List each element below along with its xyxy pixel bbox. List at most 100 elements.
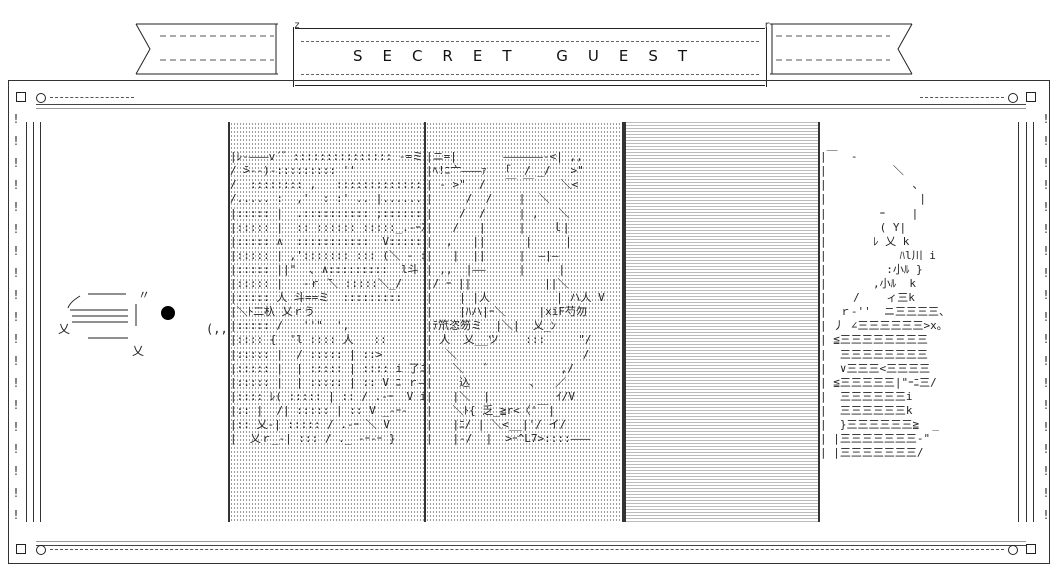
left-ribbon [130, 22, 280, 76]
panel-character-left-line: / :::::::: , ::::::::::::::::: | [230, 178, 426, 192]
panel-character-left-line: |::::: | .:::::::::: ;::::::::::::. | [230, 206, 426, 220]
panel-character-center-line: |ﾃ笊恣笏ミ |＼| 乂_ﾝ [426, 319, 556, 333]
corner-square-icon [1026, 92, 1036, 102]
panel-character-center-line: | / / | , ＼ [426, 206, 570, 220]
corner-square-icon [16, 544, 26, 554]
right-ribbon [768, 22, 918, 76]
right-double-bar [1026, 122, 1034, 522]
panel-character-left-line: |:: 乂-| ::::: / .-ｰ ＼ V [230, 417, 390, 431]
panel-character-left: |ﾚ-―――v´゛::::::::::::::: -=ミ、::./ ̄>--)-… [228, 122, 426, 522]
right-side-border: ! ! ! ! ! ! ! ! ! ! ! ! ! ! ! ! ! ! ! [1042, 112, 1050, 522]
panel-character-left-line: /..... : ,' : :' .. |.........| [230, 192, 426, 206]
panel-figure-right-line: | / ィ三k [820, 291, 915, 305]
panel-character-left-line: |::::: | | ::::: | :::: i 了ニ=ｰｒ [230, 361, 426, 375]
panel-figure-right-line: | :小ﾙ } [820, 262, 923, 276]
inner-frame-secondary [36, 108, 1026, 542]
panel-hatched [624, 122, 820, 522]
corner-circle-icon [36, 545, 46, 555]
panel-figure-right-line: | ,小ﾙ k [820, 277, 916, 291]
panel-figure-right-line: | ｰ | [820, 206, 919, 220]
panel-character-left-line: |::::: ||" ､ ∧::::::::: l斗 [230, 262, 419, 276]
panel-character-center-line: | / | | ｌ| [426, 220, 570, 234]
banner-dash-top [301, 41, 759, 42]
outer-frame [8, 80, 1050, 564]
panel-character-left-line: |::::: | :: :::::: :::::_.-ｰｽ┼ [230, 220, 426, 234]
panel-character-center-line: | | || | ―|― [426, 248, 559, 262]
panel-figure-right-line: | 三三三三三三k [820, 403, 913, 417]
panel-figure-right-line: | }三三三三三三≧ _ [820, 417, 939, 431]
panel-figure-right-line: |￣ ‐ [820, 150, 858, 164]
panel-character-left-line: |::::: | ,'::::::: ::: (＼ - :: [230, 248, 426, 262]
panel-character-center-line: |/ ｰ || ||＼ [426, 277, 569, 291]
panel-character-center-line: | - >" / ￣ ￣ ＼< [426, 178, 579, 192]
frame-dash-top-right [920, 97, 1004, 98]
corner-circle-icon [1008, 93, 1018, 103]
panel-figure-right-line: | |三三三三三三三-" [820, 432, 931, 446]
panel-character-left-line: / ̄>--)-::::::::: '' [230, 164, 356, 178]
panel-figure-right-line: | | [820, 192, 926, 206]
left-double-bar [26, 122, 34, 522]
panel-character-center-line: | |ﾊハ|ｰ＼ |xiF芍勿 [426, 305, 587, 319]
panel-character-left-line: |:::: { 'l :::: 人 :: [230, 333, 387, 347]
panel-character-left-line: |::::: 人 斗==ミ ::::::::: [230, 291, 403, 305]
panel-figure-right-line: | 丿 ∠三三三三三三>x｡ [820, 319, 943, 333]
panel-figure-right-line: | 三三三三三三i [820, 389, 913, 403]
banner-glyph-right: r [764, 20, 771, 31]
panel-character-left-line: |::::: / ''" ', [230, 319, 350, 333]
panel-figure-right: |￣ ‐| ＼| ､| || ｰ || ( Y|| ﾚ 乂 k| ﾊl川 i| … [818, 122, 1016, 522]
corner-square-icon [1026, 544, 1036, 554]
panel-character-left-line: |:::: ﾚ( ::::: | :: / .-ｰ V ii [230, 389, 426, 403]
panel-figure-right-line: | ｒ-'' ニ三三三三、 [820, 305, 950, 319]
panel-character-center-line: |ﾍ!ﾆ亠―――ｧ 「 / _/ >" [426, 164, 584, 178]
right-single-bar [1018, 122, 1019, 522]
panel-character-center-text: |ニ=| ――――――-<| ,,|ﾍ!ﾆ亠―――ｧ 「 / _/ >"| - … [426, 150, 622, 446]
panel-character-center-line: | , || | | [426, 234, 572, 248]
title-banner: SECRET GUEST [293, 27, 767, 87]
panel-figure-right-line: | ､ [820, 178, 919, 192]
emblem-small-glyph: (,, [206, 322, 228, 336]
panel-figure-right-line: | |三三三三三三三/ [820, 446, 924, 460]
left-side-border: ! ! ! ! ! ! ! ! ! ! ! ! ! ! ! ! ! ! ! [12, 112, 20, 522]
banner-glyph-left: z [294, 20, 301, 31]
panel-character-left-line: |::::: ∧ ::::::::::: V::::::::: [230, 234, 426, 248]
panel-character-center-line: | 人 乂__ツ ::: "/ [426, 333, 592, 347]
panel-figure-right-line: | ＼ [820, 164, 904, 178]
panel-character-center-line: | |-/ | >ｰ^L7>::::――― [426, 432, 591, 446]
corner-square-icon [16, 92, 26, 102]
panel-character-left-line: |ﾚ-―――v´゛::::::::::::::: -=ミ、::. [230, 150, 426, 164]
emblem-tick: 〃 [138, 288, 151, 302]
panel-figure-right-line: | 三三三三三三三三 [820, 347, 928, 361]
panel-character-left-line: |::::: | / ::::: | ::> [230, 347, 383, 361]
banner-title: SECRET GUEST [352, 47, 708, 65]
corner-circle-icon [1008, 545, 1018, 555]
inner-frame [36, 104, 1026, 546]
panel-character-left-line: |:: | /| ::::: | :: V _-ｰ- [230, 403, 408, 417]
corner-circle-icon [36, 93, 46, 103]
panel-character-center-line: | ,, |―― | | [426, 262, 566, 276]
frame-dash-top-left [50, 97, 134, 98]
panel-character-center-line: | 込 ､ ／ [426, 375, 567, 389]
banner-dash-bottom [301, 74, 759, 75]
panel-character-center-line: | | |人 | ハ人 V [426, 291, 605, 305]
left-single-bar [40, 122, 41, 522]
panel-character-center-line: | |＼ | ｲ/V [426, 389, 575, 403]
panel-figure-right-text: |￣ ‐| ＼| ､| || ｰ || ( Y|| ﾚ 乂 k| ﾊl川 i| … [820, 150, 1016, 460]
panel-character-left-line: | 乂ｒ_-| ::: / ._ -ｰ-ｰ } [230, 432, 403, 446]
emblem-glyph-left: 乂 [58, 322, 71, 336]
panel-character-center-line: |ニ=| ――――――-<| ,, [426, 150, 583, 164]
panel-character-left-line: |::::: | | ::::: | :: V ﾆ ｒ― [230, 375, 426, 389]
panel-character-center-line: | |ﾆ/ | ＼<__|'/ イ/ [426, 417, 567, 431]
frame-dash-bottom [50, 549, 1004, 550]
panel-figure-right-line: | ∨三三三<三三三三 [820, 361, 931, 375]
panel-figure-right-line: | ﾚ 乂 k [820, 234, 910, 248]
panel-character-left-line: |＼ﾄ二杁 乂ｒう [230, 305, 315, 319]
panel-character-center-line: | ＼ﾄ{ 乏_≧r<〈'￣| [426, 403, 555, 417]
panel-character-center-line: | ＼ / [426, 347, 590, 361]
panel-character-center-line: | ＼ ゛ ,/ [426, 361, 574, 375]
emblem-glyph-right: 乂 [132, 344, 145, 358]
panel-character-center: |ニ=| ――――――-<| ,,|ﾍ!ﾆ亠―――ｧ 「 / _/ >"| - … [424, 122, 624, 522]
panel-character-center-line: | / / | ＼ [426, 192, 563, 206]
panel-character-left-line: |::::: | -ｒ ̄＼ :::::＼_/ [230, 277, 403, 291]
panel-figure-right-line: | ( Y| [820, 220, 907, 234]
